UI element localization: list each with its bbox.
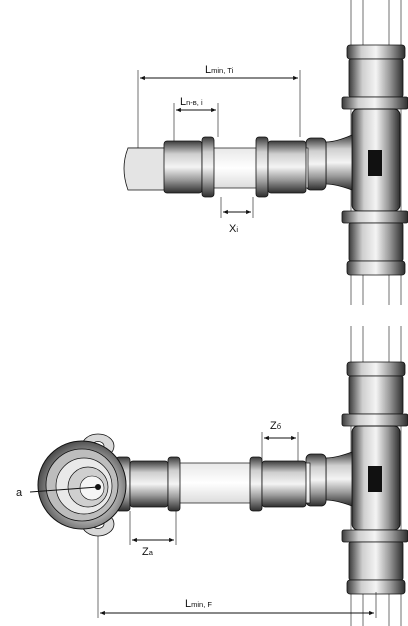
dim-z-b: Zб bbox=[261, 420, 299, 461]
dim-x-i: Xi bbox=[220, 197, 254, 235]
label-z-a: Za bbox=[142, 546, 154, 558]
top-left-sleeve bbox=[163, 136, 215, 198]
dim-l-n-v-i: Ln-в, i bbox=[173, 96, 219, 141]
bottom-right-sleeve bbox=[249, 456, 307, 512]
dim-z-a: Za bbox=[129, 511, 177, 558]
top-assembly: Lmin, Ti Ln-в, i Xi bbox=[123, 0, 408, 305]
top-tee-body bbox=[305, 108, 401, 212]
top-right-sleeve bbox=[255, 136, 307, 198]
top-tee-upper-sleeve bbox=[341, 44, 408, 110]
label-z-b: Zб bbox=[270, 420, 281, 432]
bottom-tee-lower-sleeve bbox=[341, 529, 408, 595]
dim-l-min-ti: Lmin, Ti bbox=[137, 64, 301, 148]
label-x-i: Xi bbox=[229, 223, 238, 235]
dim-l-min-f: Lmin, F bbox=[97, 536, 377, 618]
wall-plate-elbow bbox=[37, 433, 127, 537]
bottom-assembly: a Zб Za Lmin, F bbox=[16, 326, 408, 626]
bottom-tee-upper-sleeve bbox=[341, 361, 408, 427]
label-l-n-v-i: Ln-в, i bbox=[180, 96, 203, 108]
top-tee-lower-sleeve bbox=[341, 210, 408, 276]
label-l-min-ti: Lmin, Ti bbox=[205, 64, 234, 76]
top-pipe-end bbox=[123, 147, 169, 191]
leader-a bbox=[29, 486, 99, 493]
label-l-min-f: Lmin, F bbox=[185, 598, 212, 610]
label-a: a bbox=[16, 487, 23, 499]
bottom-tee-body bbox=[305, 425, 401, 531]
